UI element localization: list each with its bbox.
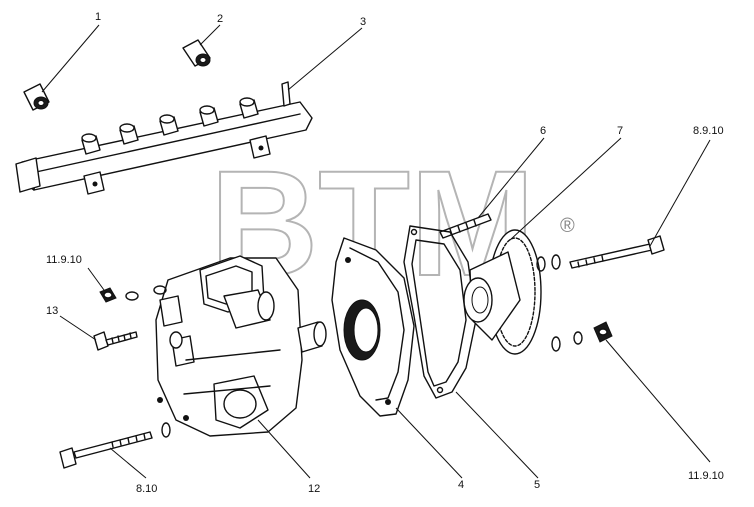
right-washer-bottom-1 — [551, 336, 561, 352]
callout-5: 5 — [534, 479, 540, 491]
callout-1: 1 — [95, 11, 101, 23]
part-4-flange-housing — [331, 237, 415, 417]
part-5-gasket — [403, 225, 477, 399]
watermark-registered-mark: ® — [560, 215, 575, 237]
left-nut — [99, 287, 117, 303]
callout-7: 7 — [617, 125, 623, 137]
callout-labels: 1 2 3 6 7 8.9.10 11.9.10 13 8.10 12 4 5 … — [46, 11, 724, 495]
right-long-bolt — [569, 235, 665, 269]
bottom-washer — [161, 422, 171, 438]
right-washer-top-2 — [551, 254, 561, 270]
part-7-gear — [463, 229, 542, 355]
part-3-fuel-rail — [15, 81, 313, 195]
leader-lines — [41, 24, 711, 479]
callout-3: 3 — [360, 16, 366, 28]
part-12-pump — [155, 255, 327, 437]
callout-8-10: 8.10 — [136, 483, 157, 495]
callout-6: 6 — [540, 125, 546, 137]
right-washer-bottom-2 — [573, 331, 583, 345]
part-13-screw — [93, 331, 138, 351]
right-nut — [593, 321, 613, 343]
left-o-ring — [153, 285, 167, 295]
callout-4: 4 — [458, 479, 464, 491]
callout-11-9-10-right: 11.9.10 — [688, 470, 724, 482]
part-2-sleeve — [182, 39, 211, 67]
right-washer-top-1 — [536, 256, 546, 272]
callout-12: 12 — [308, 483, 320, 495]
left-washer — [125, 291, 139, 301]
callout-8-9-10: 8.9.10 — [693, 125, 724, 137]
callout-11-9-10-left: 11.9.10 — [46, 254, 82, 266]
callout-13: 13 — [46, 305, 58, 317]
callout-2: 2 — [217, 13, 223, 25]
bottom-long-bolt — [59, 431, 153, 469]
part-6-stud — [439, 213, 492, 239]
